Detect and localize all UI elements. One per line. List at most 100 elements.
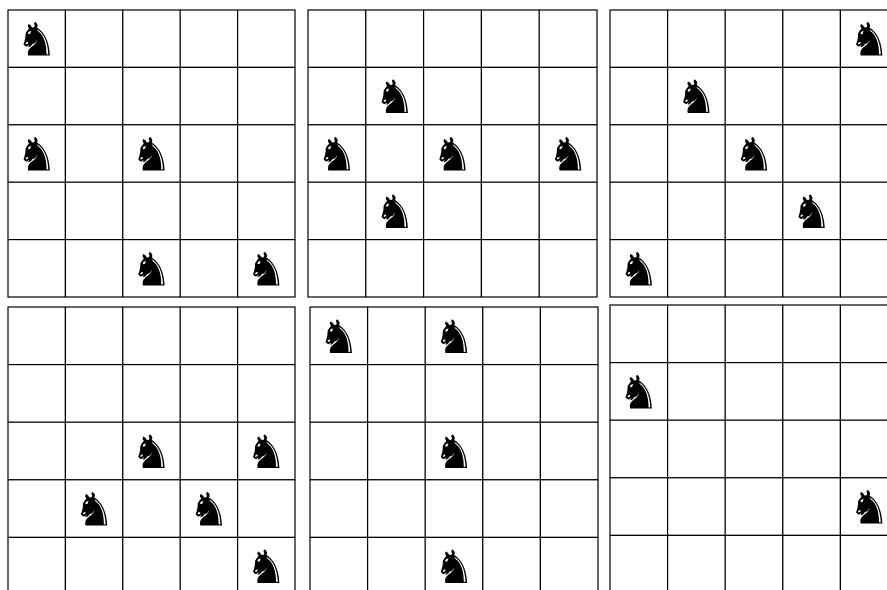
board-cell[interactable] [725, 182, 783, 239]
board-cell[interactable] [840, 67, 887, 124]
board-cell[interactable] [123, 307, 180, 365]
board-cell[interactable] [425, 365, 483, 423]
board-cell[interactable] [425, 480, 483, 538]
board-cell[interactable] [180, 422, 237, 480]
board-cell[interactable] [783, 478, 841, 536]
board-cell[interactable] [180, 240, 237, 297]
board-cell[interactable] [725, 535, 783, 590]
black-knight-icon[interactable]: ♞ [849, 13, 887, 67]
board-cell[interactable] [366, 240, 424, 297]
board-cell[interactable] [65, 307, 122, 365]
board-cell[interactable] [8, 307, 65, 365]
black-knight-icon[interactable]: ♞ [374, 185, 415, 239]
board-cell[interactable] [308, 240, 366, 297]
board-cell[interactable] [238, 307, 295, 365]
board-cell[interactable] [8, 182, 65, 239]
board-cell[interactable] [180, 125, 237, 182]
board-cell[interactable] [610, 305, 668, 363]
board-cell[interactable] [610, 125, 668, 182]
board-cell[interactable] [483, 537, 541, 590]
black-knight-icon[interactable]: ♞ [849, 481, 887, 535]
black-knight-icon[interactable]: ♞ [131, 242, 172, 296]
board-cell[interactable] [668, 363, 726, 421]
board-cell[interactable] [308, 10, 366, 67]
board-cell[interactable] [783, 67, 841, 124]
board-cell[interactable] [610, 420, 668, 478]
board-cell[interactable] [8, 422, 65, 480]
board-cell[interactable] [308, 67, 366, 124]
board-cell[interactable] [238, 365, 295, 423]
board-cell[interactable] [539, 67, 597, 124]
board-cell[interactable] [65, 67, 122, 124]
board-cell[interactable] [180, 67, 237, 124]
board-cell[interactable] [238, 67, 295, 124]
board-cell[interactable] [368, 480, 426, 538]
black-knight-icon[interactable]: ♞ [791, 185, 832, 239]
board-cell[interactable] [725, 67, 783, 124]
black-knight-icon[interactable]: ♞ [374, 70, 415, 124]
board-cell[interactable] [65, 240, 122, 297]
board-cell[interactable] [180, 365, 237, 423]
board-cell[interactable] [8, 365, 65, 423]
board-cell[interactable] [8, 240, 65, 297]
board-cell[interactable] [668, 478, 726, 536]
board-cell[interactable] [65, 10, 122, 67]
black-knight-icon[interactable]: ♞ [188, 483, 229, 537]
board-cell[interactable] [668, 125, 726, 182]
board-cell[interactable] [481, 182, 539, 239]
black-knight-icon[interactable]: ♞ [433, 540, 474, 590]
board-cell[interactable] [238, 125, 295, 182]
board-cell[interactable] [483, 422, 541, 480]
board-cell[interactable] [725, 363, 783, 421]
board-cell[interactable] [8, 67, 65, 124]
board-cell[interactable] [668, 10, 726, 67]
board-cell[interactable] [668, 535, 726, 590]
board-cell[interactable] [65, 365, 122, 423]
black-knight-icon[interactable]: ♞ [318, 310, 359, 364]
black-knight-icon[interactable]: ♞ [246, 425, 287, 479]
board-cell[interactable] [123, 480, 180, 538]
black-knight-icon[interactable]: ♞ [316, 128, 357, 182]
board-cell[interactable] [368, 365, 426, 423]
board-cell[interactable] [783, 240, 841, 297]
board-cell[interactable] [65, 537, 122, 590]
board-cell[interactable] [540, 365, 598, 423]
board-cell[interactable] [310, 365, 368, 423]
black-knight-icon[interactable]: ♞ [16, 13, 57, 67]
board-cell[interactable] [668, 182, 726, 239]
board-cell[interactable] [180, 182, 237, 239]
board-cell[interactable] [668, 305, 726, 363]
black-knight-icon[interactable]: ♞ [432, 128, 473, 182]
board-cell[interactable] [123, 67, 180, 124]
board-cell[interactable] [725, 10, 783, 67]
board-cell[interactable] [424, 67, 482, 124]
board-cell[interactable] [540, 480, 598, 538]
board-cell[interactable] [725, 420, 783, 478]
black-knight-icon[interactable]: ♞ [16, 128, 57, 182]
board-cell[interactable] [483, 307, 541, 365]
board-cell[interactable] [840, 240, 887, 297]
board-cell[interactable] [310, 422, 368, 480]
board-cell[interactable] [366, 10, 424, 67]
board-cell[interactable] [424, 240, 482, 297]
board-cell[interactable] [783, 125, 841, 182]
board-cell[interactable] [238, 182, 295, 239]
board-cell[interactable] [65, 182, 122, 239]
board-cell[interactable] [840, 125, 887, 182]
board-cell[interactable] [481, 67, 539, 124]
board-cell[interactable] [840, 420, 887, 478]
board-cell[interactable] [840, 363, 887, 421]
board-cell[interactable] [668, 420, 726, 478]
black-knight-icon[interactable]: ♞ [733, 128, 774, 182]
board-cell[interactable] [481, 125, 539, 182]
board-cell[interactable] [725, 478, 783, 536]
board-cell[interactable] [540, 307, 598, 365]
black-knight-icon[interactable]: ♞ [618, 365, 659, 419]
board-cell[interactable] [180, 537, 237, 590]
board-cell[interactable] [123, 182, 180, 239]
black-knight-icon[interactable]: ♞ [433, 425, 474, 479]
black-knight-icon[interactable]: ♞ [246, 242, 287, 296]
black-knight-icon[interactable]: ♞ [618, 242, 659, 296]
board-cell[interactable] [783, 535, 841, 590]
board-cell[interactable] [308, 182, 366, 239]
